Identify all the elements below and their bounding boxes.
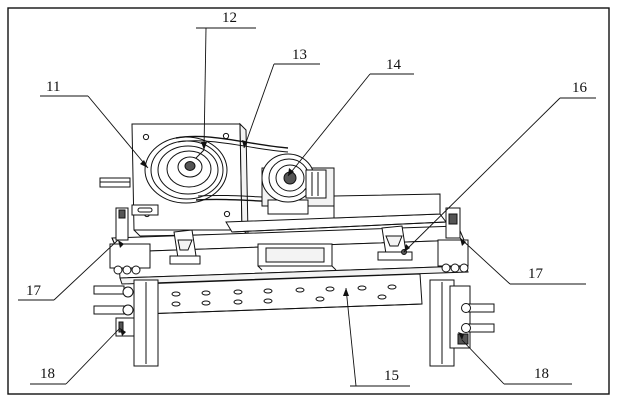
leader-lines [18, 27, 596, 387]
arrowheads [118, 140, 466, 340]
label-17-left: 17 [26, 283, 42, 299]
drawing-border [7, 7, 610, 395]
upper-rail [225, 193, 447, 233]
main-frame-bar [111, 225, 469, 315]
label-18-left: 18 [40, 366, 55, 382]
large-pulley [144, 136, 228, 204]
label-18-right: 18 [534, 366, 549, 382]
label-15: 15 [384, 368, 399, 384]
label-17-right: 17 [528, 266, 544, 282]
center-block [257, 243, 337, 271]
left-support [93, 207, 159, 367]
label-14: 14 [386, 57, 402, 73]
label-16: 16 [572, 80, 588, 96]
label-13: 13 [292, 47, 307, 63]
label-12: 12 [222, 10, 237, 26]
clamp-right [377, 225, 413, 261]
small-pulley [261, 153, 335, 215]
label-11: 11 [46, 79, 60, 95]
clamp-left [169, 229, 201, 265]
